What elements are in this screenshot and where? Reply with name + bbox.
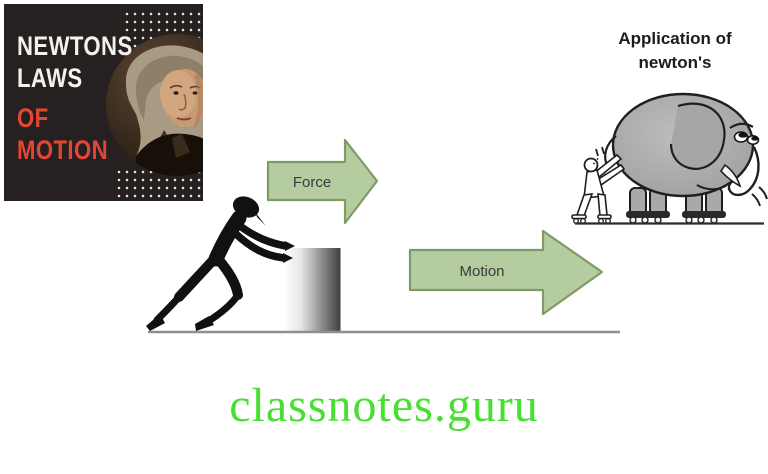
motion-arrow: Motion xyxy=(408,229,604,316)
force-arrow-label: Force xyxy=(293,174,331,191)
newtons-laws-badge: NEWTONS LAWS OF MOTION xyxy=(4,4,203,201)
newton-portrait-art xyxy=(106,34,203,176)
application-heading-line1: Application of xyxy=(618,29,732,48)
force-arrow: Force xyxy=(266,138,379,225)
badge-title: NEWTONS LAWS OF MOTION xyxy=(17,30,158,166)
application-heading: Application of newton's xyxy=(575,27,768,75)
skate xyxy=(682,211,726,218)
skate-wheels xyxy=(629,216,718,224)
badge-title-line2: LAWS xyxy=(17,63,83,93)
application-heading-line2: newton's xyxy=(638,53,712,72)
badge-title-line4: MOTION xyxy=(17,135,109,165)
pushing-man-illustration xyxy=(571,146,626,224)
badge-title-line1: NEWTONS xyxy=(17,31,133,61)
website-watermark: classnotes.guru xyxy=(229,379,539,432)
skate xyxy=(626,211,670,218)
newton-portrait xyxy=(106,34,203,176)
badge-title-line3: OF xyxy=(17,103,49,133)
pushing-figure-silhouette xyxy=(146,196,295,331)
elephant-illustration xyxy=(602,92,768,224)
pushed-block xyxy=(285,248,341,332)
motion-arrow-label: Motion xyxy=(459,263,504,280)
